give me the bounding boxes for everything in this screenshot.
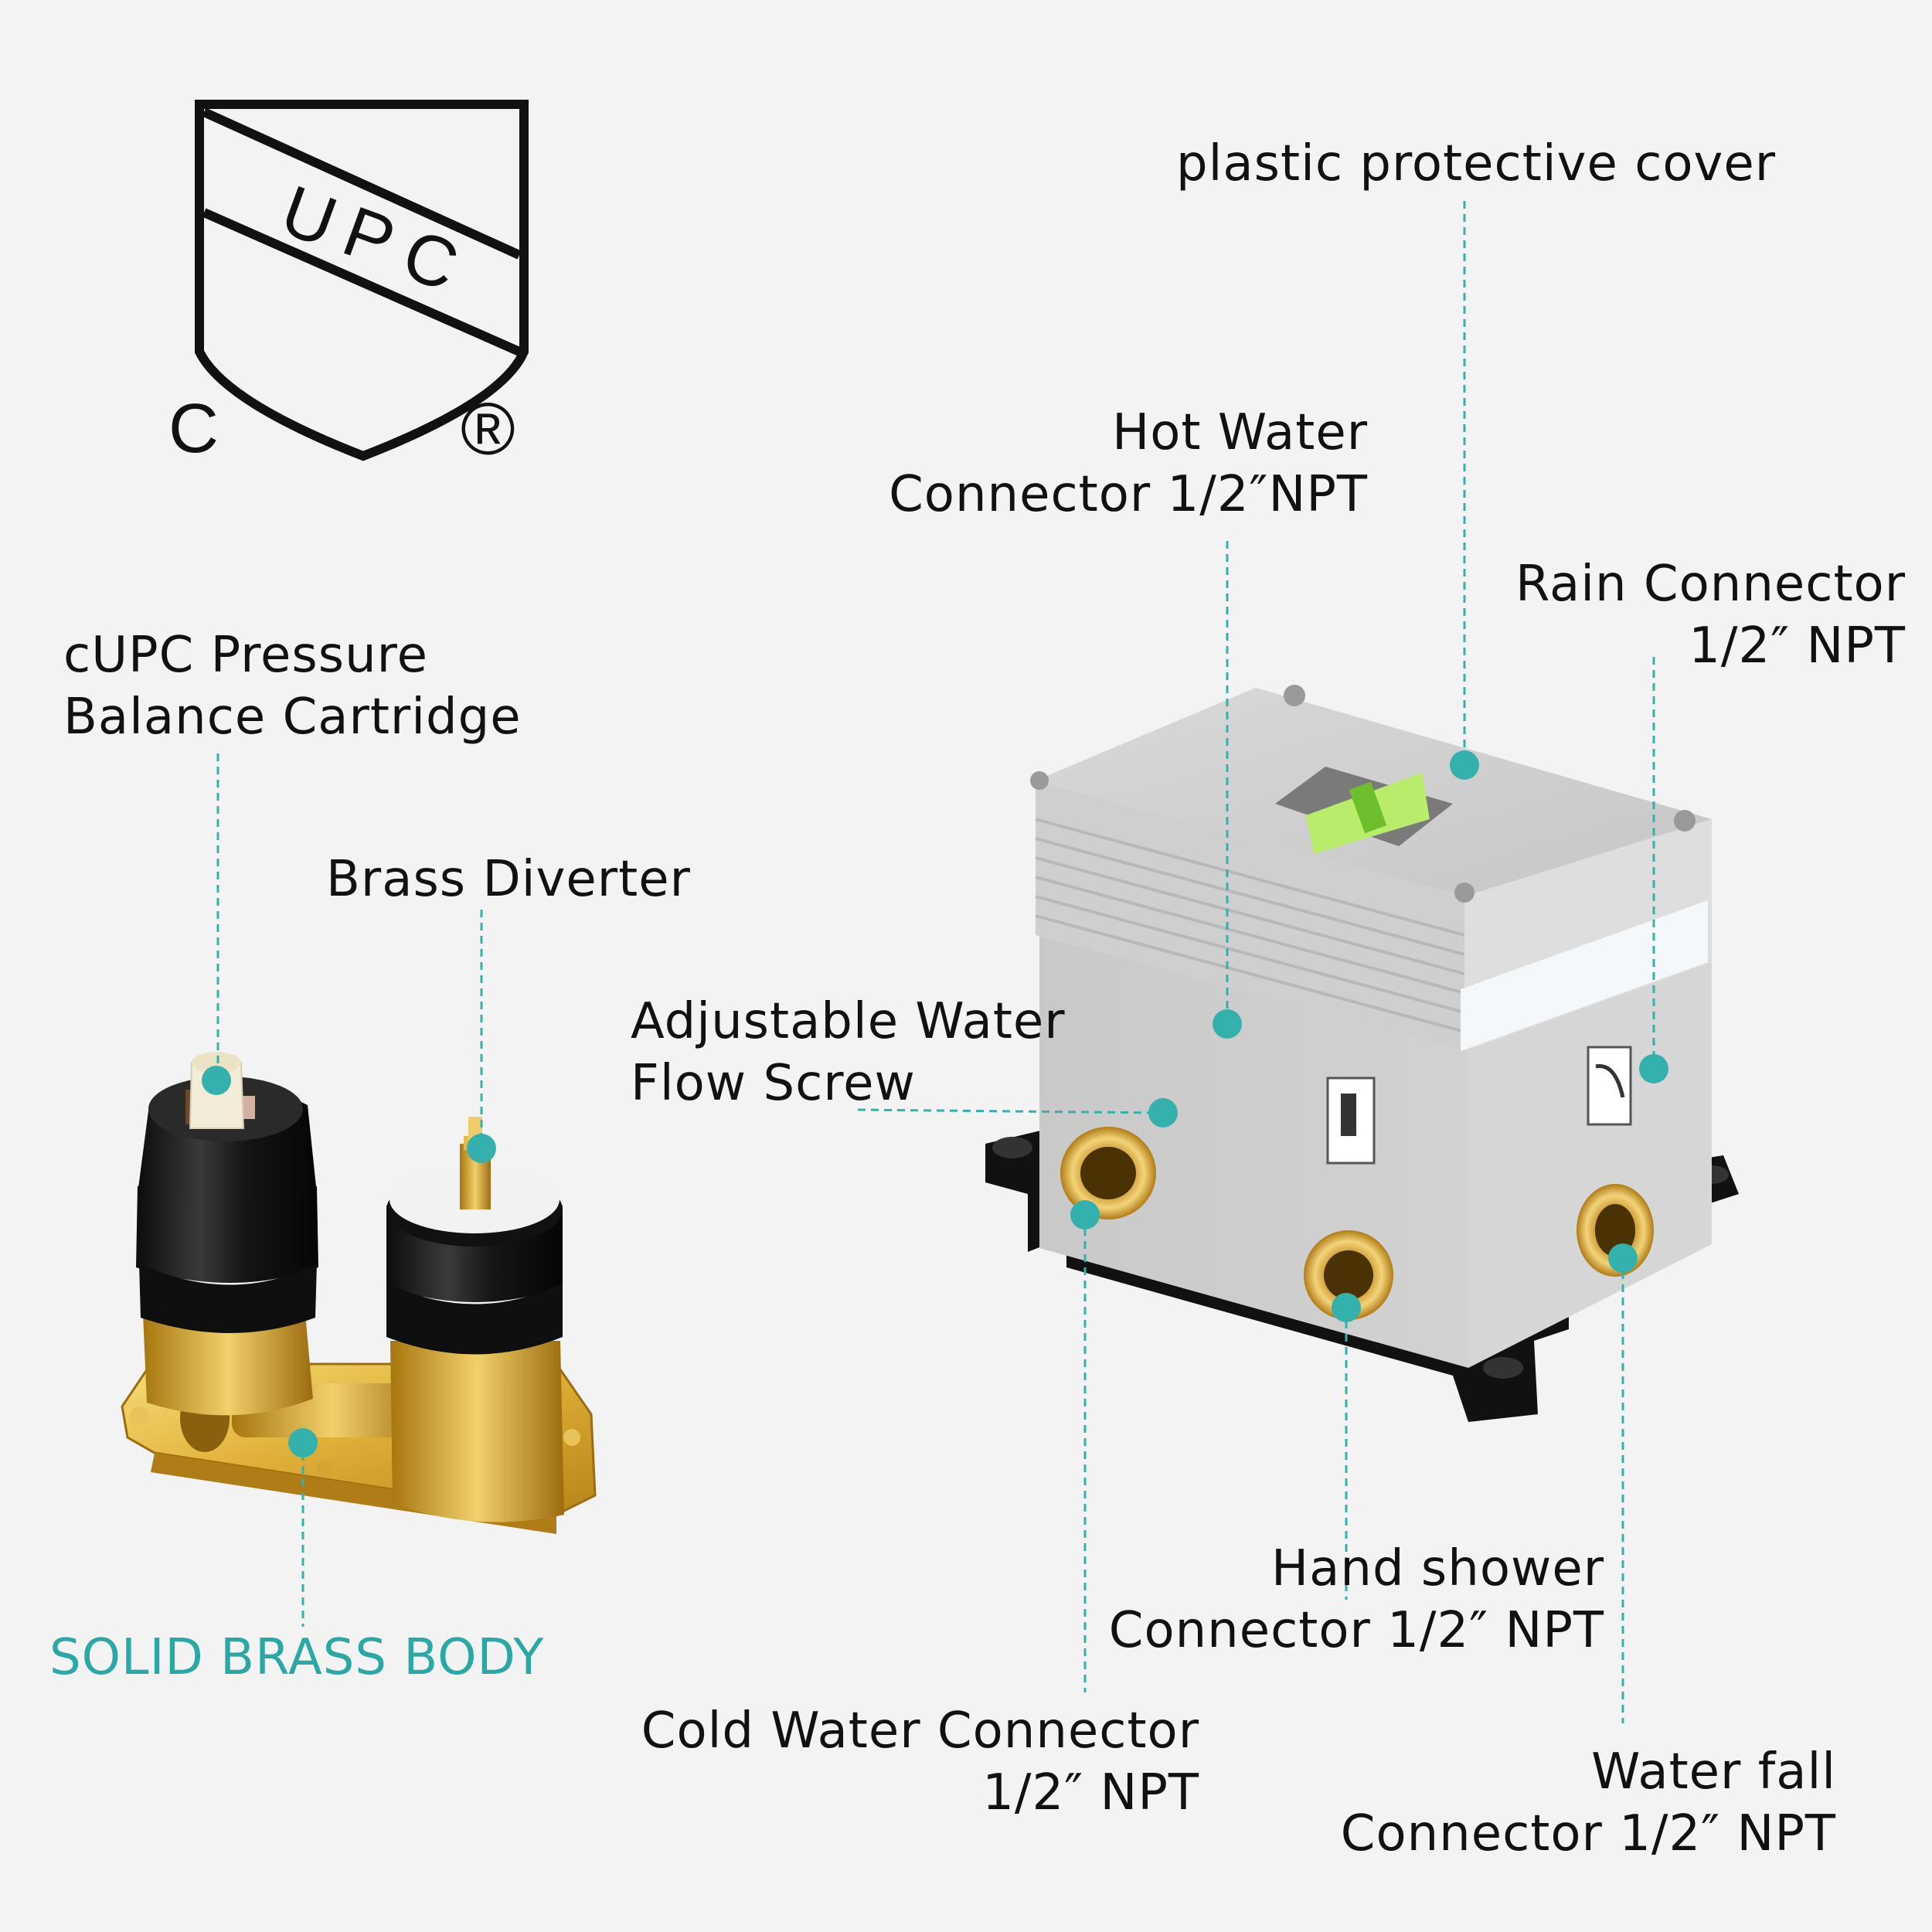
dot-rain	[1639, 1054, 1668, 1083]
logo-letter-u: U	[271, 171, 346, 263]
dot-body	[288, 1428, 318, 1458]
label-cold-line2: 1/2″ NPT	[982, 1764, 1199, 1821]
dot-hand-shower	[1332, 1293, 1361, 1322]
label-hot-line2: Connector 1/2″NPT	[889, 466, 1368, 523]
logo-c-mark: C	[168, 390, 219, 468]
label-flow-line1: Adjustable Water	[631, 993, 1066, 1050]
label-waterfall: Water fall Connector 1/2″ NPT	[1341, 1741, 1836, 1865]
logo-letter-p: P	[333, 192, 405, 282]
cupc-shield-logo: U P C C ®	[168, 100, 529, 471]
logo-letter-c: C	[393, 215, 468, 307]
label-diverter: Brass Diverter	[326, 851, 691, 908]
label-hot-line1: Hot Water	[1112, 404, 1368, 461]
label-rain-line1: Rain Connector	[1515, 556, 1906, 613]
dot-waterfall	[1608, 1243, 1638, 1273]
brass-valve-body	[121, 1052, 597, 1534]
label-cold-line1: Cold Water Connector	[641, 1702, 1199, 1760]
dot-hot	[1213, 1009, 1242, 1039]
callout-leaders	[216, 201, 1655, 1723]
label-rain-line2: 1/2″ NPT	[1689, 617, 1906, 675]
label-solid-brass-body: SOLID BRASS BODY	[49, 1629, 545, 1686]
dot-cartridge	[202, 1066, 231, 1095]
label-flow-line2: Flow Screw	[631, 1055, 916, 1112]
label-hand-line1: Hand shower	[1271, 1540, 1604, 1597]
label-waterfall-line1: Water fall	[1591, 1743, 1836, 1801]
label-cartridge-line1: cUPC Pressure	[63, 627, 428, 684]
dot-diverter	[467, 1134, 496, 1163]
label-hand-shower: Hand shower Connector 1/2″ NPT	[1109, 1538, 1604, 1662]
label-flow-screw: Adjustable Water Flow Screw	[631, 991, 1066, 1114]
label-waterfall-line2: Connector 1/2″ NPT	[1340, 1805, 1836, 1862]
label-hand-line2: Connector 1/2″ NPT	[1108, 1602, 1604, 1659]
label-rain-connector: Rain Connector 1/2″ NPT	[1515, 553, 1906, 677]
label-hot-water: Hot Water Connector 1/2″NPT	[889, 402, 1368, 526]
callout-dots	[202, 750, 1668, 1458]
dot-flow-screw	[1148, 1098, 1178, 1128]
dot-cold	[1070, 1200, 1100, 1230]
label-protective-cover: plastic protective cover	[1176, 135, 1777, 192]
label-cartridge-line2: Balance Cartridge	[63, 689, 522, 746]
registered-mark-icon: ®	[461, 388, 515, 471]
rough-in-valve-box	[985, 685, 1739, 1422]
label-cold-water: Cold Water Connector 1/2″ NPT	[641, 1700, 1199, 1824]
label-cartridge: cUPC Pressure Balance Cartridge	[63, 624, 522, 748]
dot-cover	[1450, 750, 1479, 780]
